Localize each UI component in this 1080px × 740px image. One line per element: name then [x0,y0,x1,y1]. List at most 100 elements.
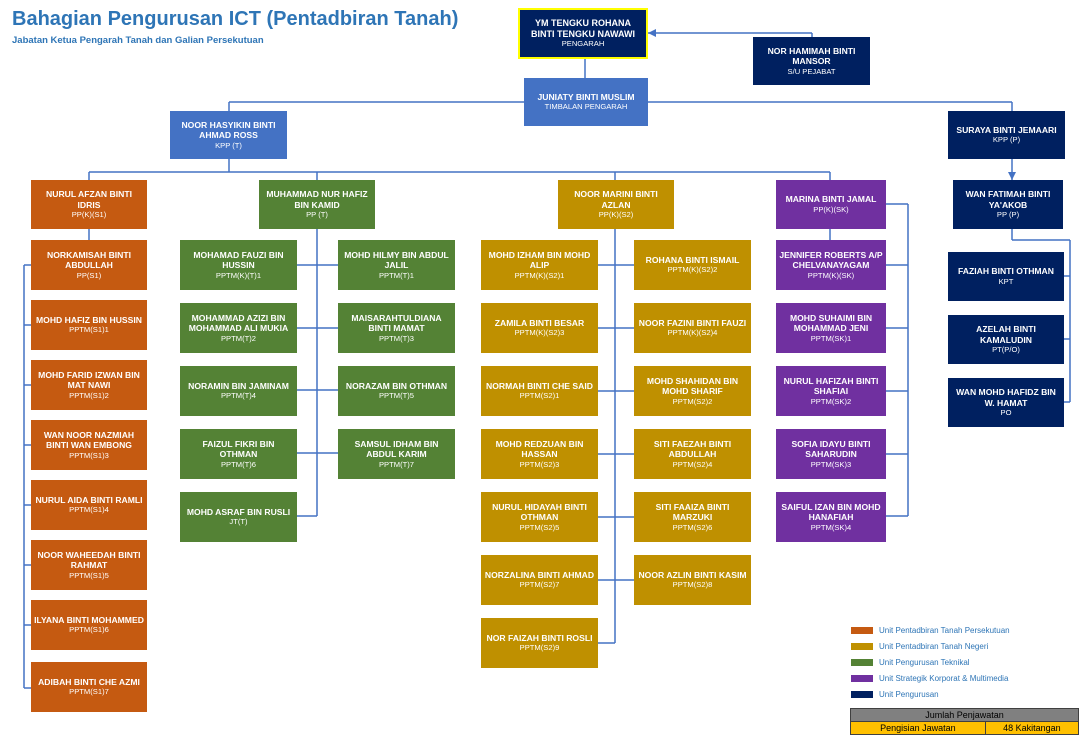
node-name: NOOR AZLIN BINTI KASIM [638,569,747,580]
staff-box[interactable]: MOHD IZHAM BIN MOHD ALIP PPTM(K)(S2)1 [481,240,598,290]
node-position: PPTM(S1)4 [69,505,109,515]
node-position: PPTM(K)(S2)1 [514,270,565,280]
staff-box[interactable]: SAMSUL IDHAM BIN ABDUL KARIM PPTM(T)7 [338,429,455,479]
legend-item: Unit Pentadbiran Tanah Negeri [851,638,1010,654]
node-name: NORMAH BINTI CHE SAID [486,380,593,391]
deputy-box[interactable]: JUNIATY BINTI MUSLIM TIMBALAN PENGARAH [524,78,648,126]
staff-box[interactable]: NORAZAM BIN OTHMAN PPTM(T)5 [338,366,455,416]
staffing-value: 48 Kakitangan [1003,723,1061,733]
staff-box[interactable]: MOHD SHAHIDAN BIN MOHD SHARIF PPTM(S2)2 [634,366,751,416]
staff-box[interactable]: ADIBAH BINTI CHE AZMI PPTM(S1)7 [31,662,147,712]
legend-item: Unit Strategik Korporat & Multimedia [851,670,1010,686]
green-head-box[interactable]: MUHAMMAD NUR HAFIZ BIN KAMID PP (T) [259,180,375,229]
legend-item: Unit Pentadbiran Tanah Persekutuan [851,622,1010,638]
staff-box[interactable]: MOHAMAD FAUZI BIN HUSSIN PPTM(K)(T)1 [180,240,297,290]
gold-head-box[interactable]: NOOR MARINI BINTI AZLAN PP(K)(S2) [558,180,674,229]
node-position: PPTM(K)(S2)3 [514,328,565,338]
node-name: FAIZUL FIKRI BIN OTHMAN [202,438,275,460]
node-position: PPTM(K)(SK) [807,270,855,280]
legend-label: Unit Pentadbiran Tanah Negeri [879,641,989,651]
purple-head-box[interactable]: MARINA BINTI JAMAL PP(K)(SK) [776,180,886,229]
staff-box[interactable]: ROHANA BINTI ISMAIL PPTM(K)(S2)2 [634,240,751,290]
node-name: NOR HAMIMAH BINTI MANSOR [767,45,856,67]
staff-box[interactable]: NORZALINA BINTI AHMAD PPTM(S2)7 [481,555,598,605]
node-name: MOHD IZHAM BIN MOHD ALIP [488,249,591,271]
legend-item: Unit Pengurusan Teknikal [851,654,1010,670]
node-position: PPTM(S2)7 [519,580,560,590]
staff-box[interactable]: NOOR WAHEEDAH BINTI RAHMAT PPTM(S1)5 [31,540,147,590]
node-name: ZAMILA BINTI BESAR [494,317,585,328]
staff-box[interactable]: SITI FAAIZA BINTI MARZUKI PPTM(S2)6 [634,492,751,542]
node-name: SITI FAAIZA BINTI MARZUKI [655,501,730,523]
node-position: TIMBALAN PENGARAH [544,102,628,112]
node-position: PP(K)(SK) [813,204,849,214]
node-position: PPTM(T)2 [220,333,256,343]
staff-box[interactable]: NURUL AIDA BINTI RAMLI PPTM(S1)4 [31,480,147,530]
staff-box[interactable]: NURUL HAFIZAH BINTI SHAFIAI PPTM(SK)2 [776,366,886,416]
staff-box[interactable]: NORKAMISAH BINTI ABDULLAH PP(S1) [31,240,147,290]
staff-box[interactable]: NORMAH BINTI CHE SAID PPTM(S2)1 [481,366,598,416]
legend-swatch [851,674,873,682]
staff-box[interactable]: SITI FAEZAH BINTI ABDULLAH PPTM(S2)4 [634,429,751,479]
staff-box[interactable]: SAIFUL IZAN BIN MOHD HANAFIAH PPTM(SK)4 [776,492,886,542]
node-position: PPTM(S1)7 [69,687,109,697]
node-position: PPTM(S2)5 [519,522,560,532]
node-name: NURUL HIDAYAH BINTI OTHMAN [492,501,587,523]
secretary-box[interactable]: NOR HAMIMAH BINTI MANSOR S/U PEJABAT [753,37,870,85]
director-box[interactable]: YM TENGKU ROHANA BINTI TENGKU NAWAWI PEN… [518,8,648,59]
staff-box[interactable]: JENNIFER ROBERTS A/P CHELVANAYAGAM PPTM(… [776,240,886,290]
kpp-p-box[interactable]: SURAYA BINTI JEMAARI KPP (P) [948,111,1065,159]
staff-box[interactable]: MOHD REDZUAN BIN HASSAN PPTM(S2)3 [481,429,598,479]
node-position: PPTM(K)(S2)4 [667,328,718,338]
staff-box[interactable]: FAZIAH BINTI OTHMAN KPT [948,252,1064,301]
staff-box[interactable]: MOHD ASRAF BIN RUSLI JT(T) [180,492,297,542]
node-name: WAN FATIMAH BINTI YA'AKOB [965,189,1051,210]
node-position: PPTM(S2)9 [519,643,560,653]
node-name: SAMSUL IDHAM BIN ABDUL KARIM [354,438,439,460]
staff-box[interactable]: MOHD FARID IZWAN BIN MAT NAWI PPTM(S1)2 [31,360,147,410]
legend-swatch [851,642,873,650]
node-position: PPTM(S2)6 [672,522,713,532]
node-position: PO [1000,408,1012,417]
staff-box[interactable]: NOR FAIZAH BINTI ROSLI PPTM(S2)9 [481,618,598,668]
node-name: ILYANA BINTI MOHAMMED [34,614,144,625]
node-position: PP (P) [996,210,1020,219]
staff-box[interactable]: MOHAMMAD AZIZI BIN MOHAMMAD ALI MUKIA PP… [180,303,297,353]
node-position: PPTM(S1)2 [69,390,109,400]
orange-head-box[interactable]: NURUL AFZAN BINTI IDRIS PP(K)(S1) [31,180,147,229]
staff-box[interactable]: SOFIA IDAYU BINTI SAHARUDIN PPTM(SK)3 [776,429,886,479]
node-name: YM TENGKU ROHANA BINTI TENGKU NAWAWI [531,18,635,39]
staffing-table-header: Jumlah Penjawatan [851,709,1078,722]
node-name: NURUL AIDA BINTI RAMLI [35,494,143,505]
node-position: PPTM(SK)4 [810,522,852,532]
staff-box[interactable]: NORAMIN BIN JAMINAM PPTM(T)4 [180,366,297,416]
staff-box[interactable]: ZAMILA BINTI BESAR PPTM(K)(S2)3 [481,303,598,353]
node-position: PPTM(S1)5 [69,570,109,580]
node-position: PPTM(S1)6 [69,625,109,635]
node-name: MARINA BINTI JAMAL [785,194,877,205]
staff-box[interactable]: ILYANA BINTI MOHAMMED PPTM(S1)6 [31,600,147,650]
staff-box[interactable]: NOOR AZLIN BINTI KASIM PPTM(S2)8 [634,555,751,605]
node-position: PPTM(T)4 [220,391,256,401]
staff-box[interactable]: NOOR FAZINI BINTI FAUZI PPTM(K)(S2)4 [634,303,751,353]
staff-box[interactable]: FAIZUL FIKRI BIN OTHMAN PPTM(T)6 [180,429,297,479]
node-name: NORAMIN BIN JAMINAM [188,380,289,391]
node-name: NOOR FAZINI BINTI FAUZI [638,317,747,328]
node-name: NOOR WAHEEDAH BINTI RAHMAT [37,549,141,571]
node-position: PENGARAH [561,39,605,48]
staff-box[interactable]: MOHD SUHAIMI BIN MOHAMMAD JENI PPTM(SK)1 [776,303,886,353]
staff-box[interactable]: MOHD HILMY BIN ABDUL JALIL PPTM(T)1 [338,240,455,290]
navy-head-box[interactable]: WAN FATIMAH BINTI YA'AKOB PP (P) [953,180,1063,229]
node-name: NURUL AFZAN BINTI IDRIS [46,189,132,210]
staff-box[interactable]: AZELAH BINTI KAMALUDIN PT(P/O) [948,315,1064,364]
staff-box[interactable]: MOHD HAFIZ BIN HUSSIN PPTM(S1)1 [31,300,147,350]
node-position: PPTM(S1)3 [69,450,109,460]
staff-box[interactable]: WAN MOHD HAFIDZ BIN W. HAMAT PO [948,378,1064,427]
staff-box[interactable]: WAN NOOR NAZMIAH BINTI WAN EMBONG PPTM(S… [31,420,147,470]
node-position: PPTM(SK)2 [810,396,852,406]
legend-swatch [851,690,873,698]
kpp-t-box[interactable]: NOOR HASYIKIN BINTI AHMAD ROSS KPP (T) [170,111,287,159]
node-position: PPTM(S2)3 [519,459,560,469]
staff-box[interactable]: NURUL HIDAYAH BINTI OTHMAN PPTM(S2)5 [481,492,598,542]
staff-box[interactable]: MAISARAHTULDIANA BINTI MAMAT PPTM(T)3 [338,303,455,353]
